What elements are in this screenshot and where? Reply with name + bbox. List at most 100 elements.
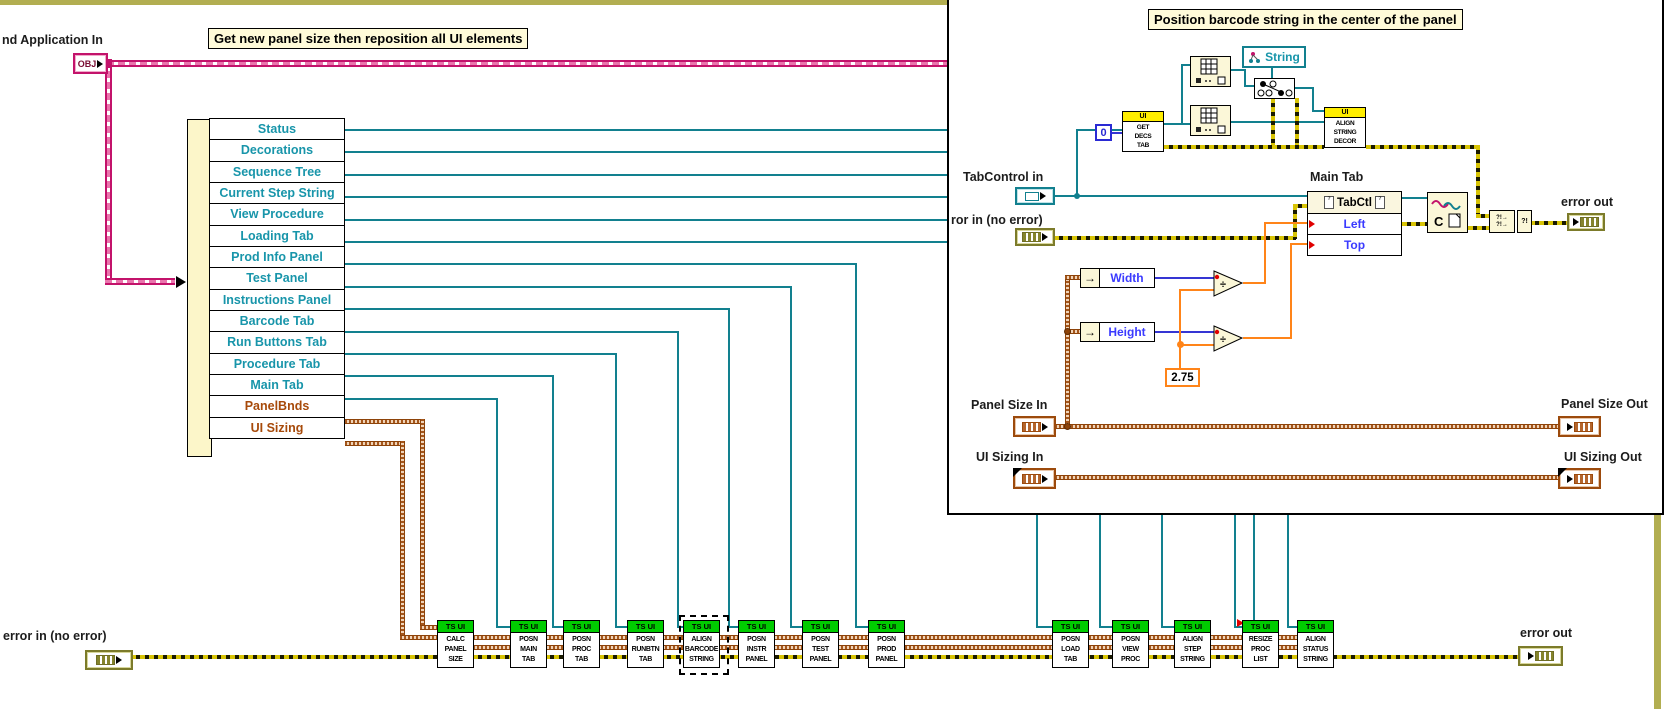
wire-err-to-merge-top[interactable] bbox=[1476, 214, 1489, 218]
wire-div2-up[interactable] bbox=[1290, 243, 1292, 339]
unbundle-item-barcode-tab[interactable]: Barcode Tab bbox=[209, 309, 345, 333]
wire-uisizing-in[interactable] bbox=[400, 635, 438, 640]
wire-err-in-stub[interactable] bbox=[1293, 204, 1307, 208]
wire-cast-down[interactable] bbox=[1312, 87, 1314, 112]
error-in-terminal[interactable] bbox=[85, 650, 133, 670]
wire-ui-sizing-through[interactable] bbox=[1055, 475, 1560, 480]
zero-constant[interactable]: 0 bbox=[1095, 124, 1112, 141]
wire-app-ref-h[interactable] bbox=[107, 60, 947, 67]
wire-height-int[interactable] bbox=[1155, 331, 1215, 333]
wire-275-div2[interactable] bbox=[1179, 344, 1215, 346]
panel-size-out-terminal[interactable] bbox=[1558, 416, 1601, 437]
wire-stub-posn-view[interactable] bbox=[1099, 626, 1114, 628]
inner-error-out-terminal[interactable] bbox=[1567, 213, 1605, 231]
unbundle-item-ui-sizing[interactable]: UI Sizing bbox=[209, 416, 345, 439]
wire-to-width-unbundle[interactable] bbox=[1065, 275, 1080, 280]
unbundle-item-main-tab[interactable]: Main Tab bbox=[209, 373, 345, 397]
wire-err-in-h[interactable] bbox=[1054, 236, 1296, 240]
unbundle-item-current-step-string[interactable]: Current Step String bbox=[209, 181, 345, 205]
wire-to-height-unbundle[interactable] bbox=[1065, 329, 1080, 334]
wire-panelbnds-v[interactable] bbox=[420, 419, 425, 630]
wire-to-left-prop[interactable] bbox=[1264, 222, 1307, 224]
unbundle-item-sequence-tree[interactable]: Sequence Tree bbox=[209, 160, 345, 183]
wire-instructions-v[interactable] bbox=[728, 308, 730, 628]
wire-div1-up[interactable] bbox=[1264, 222, 1266, 284]
wire-err-getdecs-align[interactable] bbox=[1164, 145, 1324, 149]
property-row-top[interactable]: Top bbox=[1308, 234, 1401, 255]
wire-getdecs-branch-v[interactable] bbox=[1181, 64, 1183, 125]
wire-width-int[interactable] bbox=[1155, 277, 1215, 279]
wire-status-v[interactable] bbox=[1287, 513, 1289, 628]
unbundle-item-status[interactable]: Status bbox=[209, 118, 345, 141]
wire-getdecs-out[interactable] bbox=[1164, 123, 1183, 125]
app-in-terminal[interactable]: OBJ bbox=[73, 53, 108, 74]
diagram-comment[interactable]: Get new panel size then reposition all U… bbox=[208, 28, 529, 49]
wire-sequence-tree-h[interactable] bbox=[345, 174, 947, 176]
wire-stub-posn-instr[interactable] bbox=[728, 626, 740, 628]
unbundle-item-procedure-tab[interactable]: Procedure Tab bbox=[209, 352, 345, 375]
wire-app-ref-v[interactable] bbox=[105, 60, 112, 284]
wire-stub-posn-test[interactable] bbox=[790, 626, 804, 628]
unbundle-item-view-procedure[interactable]: View Procedure bbox=[209, 203, 345, 226]
wire-tabctl-up[interactable] bbox=[1076, 129, 1078, 195]
wire-275-up[interactable] bbox=[1179, 344, 1181, 370]
wire-procedure-tab-v[interactable] bbox=[552, 375, 554, 628]
wire-div2-out[interactable] bbox=[1243, 337, 1292, 339]
wire-junction-brown-1[interactable] bbox=[1064, 423, 1071, 430]
wire-test-panel-h[interactable] bbox=[345, 286, 792, 288]
wire-stub-align-step[interactable] bbox=[1161, 626, 1176, 628]
unbundle-item-instructions-panel[interactable]: Instructions Panel bbox=[209, 288, 345, 311]
wire-decorations-v[interactable] bbox=[1253, 513, 1255, 620]
wire-to-indexarray1[interactable] bbox=[1181, 64, 1190, 66]
wire-275-div1[interactable] bbox=[1179, 289, 1215, 291]
divisor-constant[interactable]: 2.75 bbox=[1165, 368, 1200, 387]
wire-view-procedure-v[interactable] bbox=[1099, 513, 1101, 628]
wire-stub-posn-prod[interactable] bbox=[855, 626, 870, 628]
wire-panel-size-through[interactable] bbox=[1055, 424, 1560, 429]
unbundle-item-prod-info-panel[interactable]: Prod Info Panel bbox=[209, 245, 345, 269]
wire-err-property-close[interactable] bbox=[1402, 222, 1427, 226]
wire-stub-resize-proc[interactable] bbox=[1234, 626, 1244, 628]
tabcontrol-in-terminal[interactable] bbox=[1015, 187, 1055, 205]
wire-ia1-out[interactable] bbox=[1231, 69, 1246, 71]
height-unbundle-arrow[interactable]: → bbox=[1080, 322, 1100, 342]
wire-275-mid[interactable] bbox=[1179, 289, 1181, 344]
unbundle-node-strip[interactable] bbox=[187, 119, 212, 457]
wire-err-align-down[interactable] bbox=[1476, 145, 1480, 216]
unbundle-item-decorations[interactable]: Decorations bbox=[209, 139, 345, 162]
wire-string-const-down[interactable] bbox=[1271, 68, 1273, 79]
wire-procedure-tab-h[interactable] bbox=[345, 375, 554, 377]
wire-ia2-to-align[interactable] bbox=[1231, 121, 1324, 123]
wire-err-close-merge[interactable] bbox=[1468, 226, 1489, 230]
height-unbundle-field[interactable]: Height bbox=[1099, 322, 1155, 342]
wire-junction-brown-2[interactable] bbox=[1064, 328, 1071, 335]
wire-err-riser-2[interactable] bbox=[1295, 98, 1299, 145]
wire-ia1-down[interactable] bbox=[1244, 69, 1246, 87]
property-row-left[interactable]: Left bbox=[1308, 213, 1401, 234]
wire-panelbnds-in[interactable] bbox=[420, 625, 438, 630]
wire-sequence-tree-v[interactable] bbox=[1234, 513, 1236, 628]
wire-property-to-close[interactable] bbox=[1402, 197, 1427, 199]
wire-to-cast[interactable] bbox=[1244, 85, 1254, 87]
merge-errors-node-inputs[interactable]: ?!→?!→ bbox=[1489, 210, 1515, 233]
index-array-node-2[interactable] bbox=[1190, 105, 1231, 136]
wire-barcode-tab-h[interactable] bbox=[345, 331, 679, 333]
wire-cast-out[interactable] bbox=[1295, 87, 1314, 89]
unbundle-item-loading-tab[interactable]: Loading Tab bbox=[209, 224, 345, 247]
wire-barcode-tab-v[interactable] bbox=[677, 331, 679, 628]
wire-err-align-out[interactable] bbox=[1366, 145, 1479, 149]
wire-stub-posn-load[interactable] bbox=[1036, 626, 1054, 628]
unbundle-item-run-buttons-tab[interactable]: Run Buttons Tab bbox=[209, 331, 345, 354]
